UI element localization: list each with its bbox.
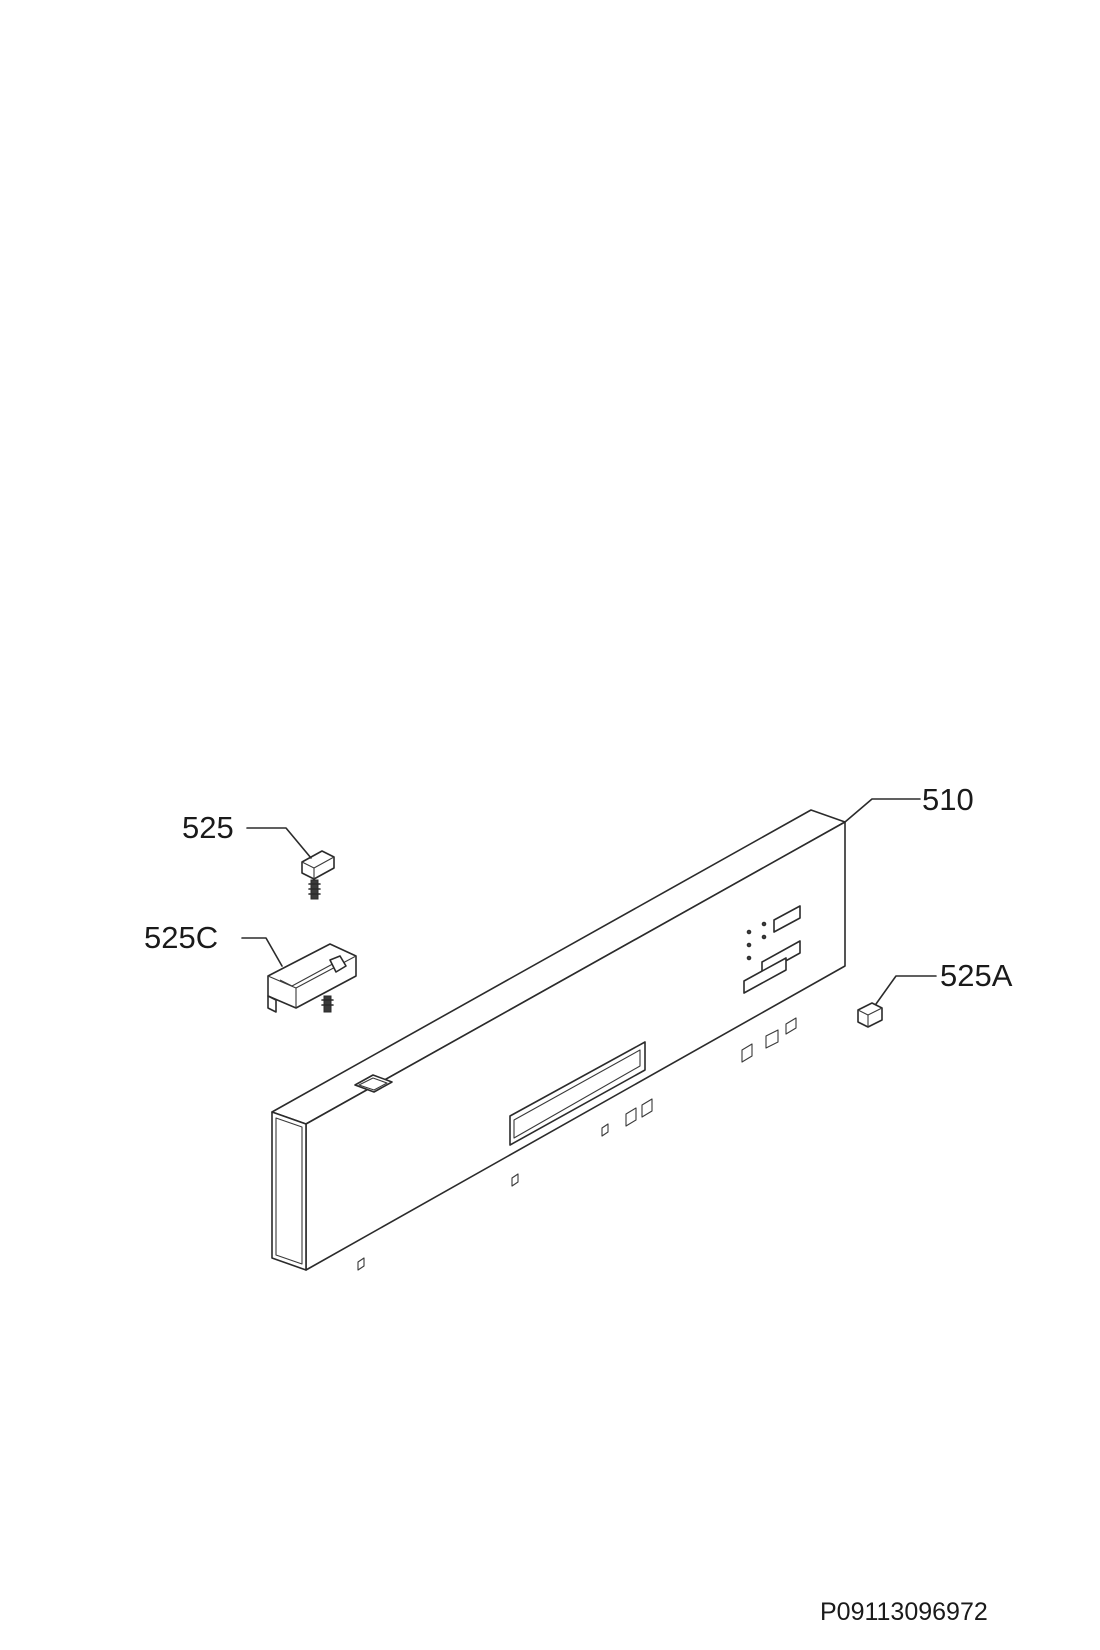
part-525A-clip bbox=[857, 975, 937, 1028]
top-square-opening-inner bbox=[358, 1077, 388, 1091]
display-slot bbox=[509, 1041, 646, 1146]
panel-bottom-clips bbox=[357, 1017, 797, 1271]
bracket-body bbox=[267, 943, 357, 1009]
part-525-knob bbox=[246, 827, 335, 900]
callout-label-525C: 525C bbox=[144, 920, 218, 955]
drawing-code: P09113096972 bbox=[820, 1598, 988, 1626]
display-slot-inner bbox=[513, 1049, 641, 1139]
callout-label-525A: 525A bbox=[940, 958, 1013, 993]
top-square-opening bbox=[354, 1074, 393, 1093]
indicator-dots bbox=[746, 921, 767, 961]
button-slot-lower bbox=[743, 957, 787, 994]
part-525C-bracket bbox=[241, 937, 357, 1013]
callout-label-525: 525 bbox=[182, 810, 234, 845]
button-slot-upper bbox=[773, 905, 801, 933]
callout-label-510: 510 bbox=[922, 782, 974, 817]
part-510-control-panel bbox=[271, 798, 921, 1271]
panel-end-inner-edge bbox=[275, 1117, 303, 1265]
panel-front-face bbox=[305, 821, 846, 1271]
clip-body bbox=[857, 1002, 883, 1028]
leader-line-525 bbox=[246, 827, 312, 859]
leader-line-510 bbox=[844, 798, 921, 823]
bracket-pin bbox=[323, 995, 332, 1013]
leader-line-525C bbox=[241, 937, 283, 967]
leader-line-525A bbox=[875, 975, 937, 1005]
panel-end-face bbox=[271, 1111, 307, 1271]
